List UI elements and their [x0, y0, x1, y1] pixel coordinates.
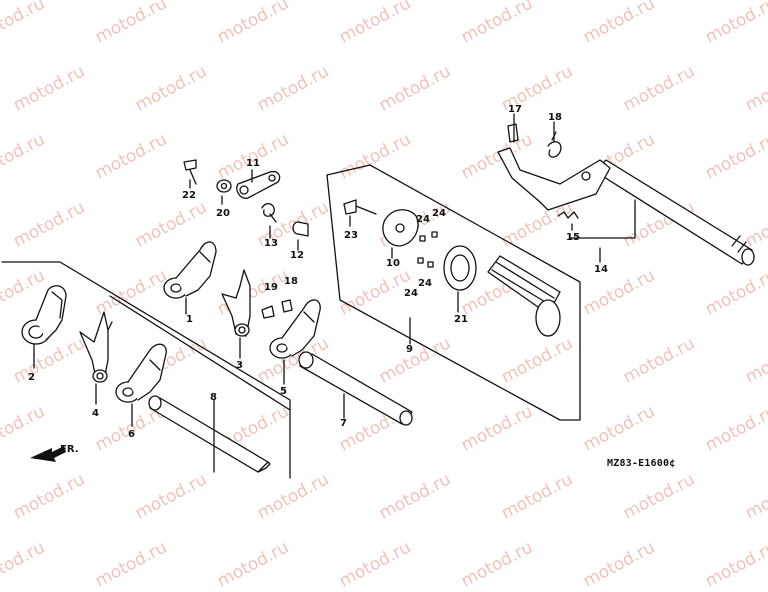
callout-18-mid: 18	[284, 276, 298, 287]
spring-15	[557, 211, 579, 219]
callout-21: 21	[454, 314, 468, 325]
callout-14: 14	[594, 264, 608, 275]
fork-3	[221, 269, 251, 337]
front-arrow-label: FR.	[60, 444, 79, 455]
gearshift-parts-diagram: FR. 1 2 3 4 5 6 7 8 9 10 11 12 13 14 15 …	[1, 104, 755, 479]
callout-3: 3	[236, 360, 243, 371]
shift-spindle-14	[595, 159, 755, 266]
callout-15: 15	[566, 232, 580, 243]
fork-6	[115, 343, 167, 403]
stopper-arm-11	[236, 170, 281, 199]
callout-13: 13	[264, 238, 278, 249]
pin-18-left	[281, 299, 293, 313]
callout-6: 6	[128, 429, 135, 440]
front-arrow-icon: FR.	[30, 444, 79, 462]
shift-arm	[497, 147, 611, 211]
callout-24c: 24	[418, 278, 432, 289]
washer-20	[216, 179, 232, 193]
callout-23: 23	[344, 230, 358, 241]
callout-2: 2	[28, 372, 35, 383]
callout-20: 20	[216, 208, 230, 219]
callout-7: 7	[340, 418, 347, 429]
callout-labels: 1 2 3 4 5 6 7 8 9 10 11 12 13 14 15 17 1…	[28, 104, 608, 440]
bolt-23	[343, 199, 377, 215]
pin-19	[261, 305, 275, 319]
callout-10: 10	[386, 258, 400, 269]
spring-13	[261, 202, 277, 223]
pins-24	[417, 231, 438, 268]
callout-8: 8	[210, 392, 217, 403]
callout-24a: 24	[416, 214, 430, 225]
frame-line-left	[1, 261, 291, 479]
callout-9: 9	[406, 344, 413, 355]
callout-24b: 24	[432, 208, 446, 219]
fork-5	[269, 299, 321, 359]
callout-12: 12	[290, 250, 304, 261]
callout-1: 1	[186, 314, 193, 325]
drum-group-box	[326, 164, 581, 421]
frame-line-divider	[109, 295, 291, 411]
cam-plate-10	[382, 209, 419, 247]
diagram-code: MZ83-E1600¢	[607, 458, 676, 469]
callout-17: 17	[508, 104, 522, 115]
callout-24d: 24	[404, 288, 418, 299]
collar-12	[292, 221, 309, 237]
fork-1	[163, 241, 217, 299]
callout-4: 4	[92, 408, 99, 419]
callout-11: 11	[246, 158, 260, 169]
callout-18-top: 18	[548, 112, 562, 123]
callout-22: 22	[182, 190, 196, 201]
bearing-21	[443, 245, 477, 291]
callout-5: 5	[280, 386, 287, 397]
fork-2	[21, 285, 67, 345]
shaft-8	[148, 395, 271, 473]
shaft-7	[298, 351, 413, 426]
fork-4	[79, 311, 113, 383]
bolt-22	[183, 159, 197, 185]
shift-drum	[487, 255, 561, 337]
callout-19: 19	[264, 282, 278, 293]
pin-17	[507, 123, 519, 143]
bracket-14-15	[569, 199, 636, 239]
